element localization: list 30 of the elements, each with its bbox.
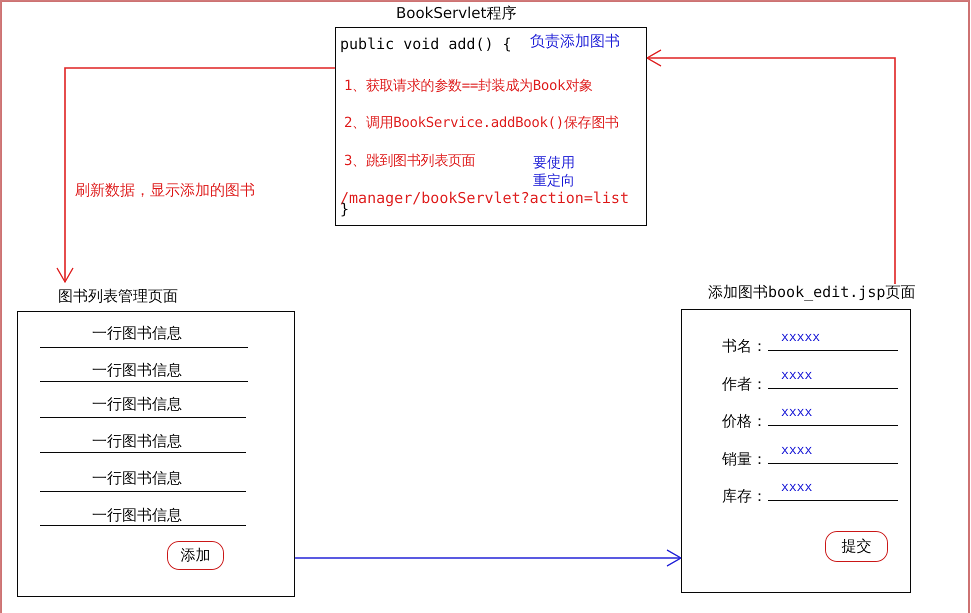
book-row-text: 一行图书信息 [92,432,182,450]
field-value: xxxx [781,481,812,495]
box-heading: 图书列表管理页面 [58,287,178,305]
book-row-text: 一行图书信息 [92,395,182,413]
field-label: 销量： [722,450,767,468]
book-row-text: 一行图书信息 [92,324,182,342]
arrow [295,549,682,567]
field-value: xxxxx [781,331,820,345]
book-row-text: 一行图书信息 [92,361,182,379]
code-line: public void add() { [340,35,512,53]
step-text: 2、调用BookService.addBook()保存图书 [344,114,619,132]
note-text: 要使用重定向 [533,154,576,190]
box-heading: 添加图书book_edit.jsp页面 [708,283,916,301]
step-text: 1、获取请求的参数==封装成为Book对象 [344,77,593,95]
field-label: 书名： [722,337,767,355]
code-comment: 负责添加图书 [530,32,620,50]
add-button: 添加 [167,541,224,570]
field-value: xxxx [781,368,812,382]
book-row-text: 一行图书信息 [92,506,182,524]
arrow [56,67,335,283]
field-value: xxxx [781,406,812,420]
arrow [646,49,896,284]
step-text: 3、跳到图书列表页面 [344,152,476,170]
box-heading: BookServlet程序 [396,4,516,22]
field-label: 作者： [722,374,767,392]
book-row-text: 一行图书信息 [92,469,182,487]
submit-button: 提交 [825,531,888,562]
field-value: xxxx [781,444,812,458]
field-label: 库存： [722,487,767,505]
field-label: 价格： [722,412,767,430]
